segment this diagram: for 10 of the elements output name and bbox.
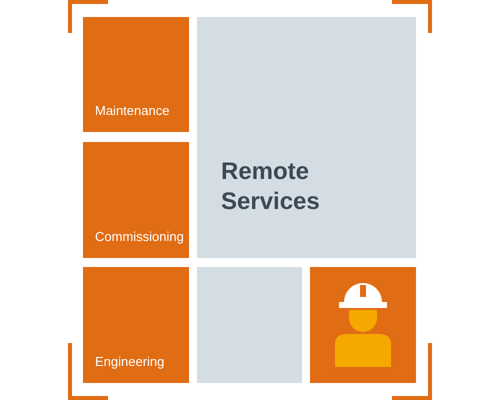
tile — [83, 142, 189, 258]
tile-label: Maintenance — [95, 103, 170, 118]
tile-label: Commissioning — [95, 229, 184, 244]
empty-tile — [310, 267, 416, 383]
tile — [83, 17, 189, 132]
panel — [197, 17, 416, 258]
tile-label: Engineering — [95, 354, 164, 369]
empty-tile — [197, 267, 302, 383]
tile — [83, 267, 189, 383]
heading: Remote Services — [221, 157, 321, 217]
